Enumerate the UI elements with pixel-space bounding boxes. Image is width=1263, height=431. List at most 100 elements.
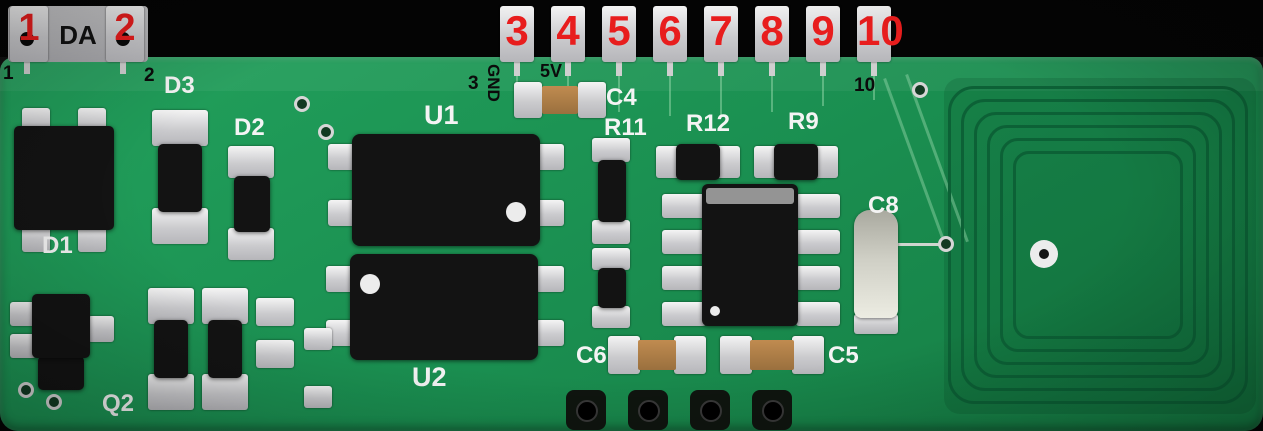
component-resistor <box>154 320 188 378</box>
component-u2 <box>350 254 538 360</box>
copper-trace <box>771 76 773 112</box>
copper-trace <box>820 60 826 76</box>
c8-label: C8 <box>868 192 899 219</box>
copper-trace <box>871 60 877 76</box>
copper-trace <box>667 60 673 76</box>
pin-pad-10 <box>857 6 891 62</box>
component-c5 <box>750 340 794 370</box>
solder-pad <box>228 146 274 178</box>
copper-trace <box>120 62 126 74</box>
solder-pad <box>662 302 706 326</box>
solder-pad <box>814 146 838 178</box>
solder-pad <box>674 336 706 374</box>
pin-10-number: 10 <box>857 7 904 54</box>
copper-trace <box>822 76 824 106</box>
d1-label: D1 <box>42 232 73 259</box>
pin-5-number: 5 <box>607 7 631 54</box>
copper-pour <box>0 57 1263 91</box>
pin-1-number: 1 <box>18 7 40 49</box>
antenna-coil <box>987 125 1209 365</box>
copper-trace <box>669 76 671 116</box>
component-r12 <box>676 144 720 180</box>
r9-label: R9 <box>788 108 819 135</box>
solder-pad <box>328 200 356 226</box>
ic-glare <box>706 188 794 204</box>
solder-pad <box>152 208 208 244</box>
c6-label: C6 <box>576 342 607 369</box>
da-marking: DA <box>59 20 97 50</box>
via <box>318 124 334 140</box>
pin-6-number: 6 <box>658 7 682 54</box>
solder-pad <box>10 334 36 358</box>
solder-pad <box>796 266 840 290</box>
component-q2-lead <box>38 356 84 390</box>
copper-trace <box>514 60 520 76</box>
component-q2 <box>32 294 90 358</box>
copper-trace <box>718 60 724 76</box>
component-soic-ic <box>702 184 798 326</box>
solder-pad <box>592 138 630 162</box>
component-r9 <box>774 144 818 180</box>
u2-label: U2 <box>412 362 447 392</box>
copper-trace <box>616 60 622 76</box>
r12-label: R12 <box>686 110 731 137</box>
component-c4 <box>542 86 578 114</box>
solder-pad <box>796 194 840 218</box>
component-d2 <box>234 176 270 232</box>
antenna-feed-trace <box>896 243 950 246</box>
solder-pad <box>720 336 752 374</box>
solder-pad <box>148 374 194 410</box>
copper-trace <box>24 62 30 74</box>
solder-pad <box>662 194 706 218</box>
copper-trace <box>873 76 875 100</box>
component-u1 <box>352 134 540 246</box>
pin-pad-7 <box>704 6 738 62</box>
via <box>46 394 62 410</box>
pin-10-board-label: 10 <box>854 75 876 96</box>
r11-label: R11 <box>604 114 647 141</box>
component-d3 <box>158 144 202 212</box>
component-c8 <box>854 210 898 318</box>
solder-pad <box>202 374 248 410</box>
solder-pad <box>514 82 542 118</box>
pin-7-number: 7 <box>709 7 733 54</box>
copper-trace <box>618 76 620 112</box>
pin-3-board-label: 3 <box>468 73 479 94</box>
solder-pad <box>328 144 356 170</box>
pin-9-number: 9 <box>811 7 835 54</box>
ic-pin1-dot <box>710 306 720 316</box>
pin-pad-3 <box>500 6 534 62</box>
solder-pad <box>662 266 706 290</box>
via <box>912 82 928 98</box>
c4-label: C4 <box>606 84 637 111</box>
solder-pad <box>578 82 606 118</box>
pin-3-number: 3 <box>505 7 529 54</box>
pin-pad-5 <box>602 6 636 62</box>
pin-pad-4 <box>551 6 585 62</box>
mounting-hole <box>566 390 606 430</box>
antenna-coil <box>1013 151 1183 339</box>
solder-pad <box>716 146 740 178</box>
solder-pad <box>662 230 706 254</box>
solder-pad <box>152 110 208 146</box>
gnd-label: GND <box>484 64 503 102</box>
solder-pad <box>796 230 840 254</box>
antenna-coil <box>1000 138 1196 352</box>
component-c6 <box>638 340 676 370</box>
solder-pad <box>228 228 274 260</box>
pin-2-hole <box>116 32 130 46</box>
copper-trace <box>565 60 571 76</box>
via <box>294 96 310 112</box>
solder-pad <box>326 266 354 292</box>
component-resistor <box>208 320 242 378</box>
component-r11 <box>598 160 626 222</box>
solder-pad <box>854 314 898 334</box>
d2-label: D2 <box>234 114 265 141</box>
pin-8-number: 8 <box>760 7 784 54</box>
antenna-coil <box>961 99 1235 391</box>
pin-pad-9 <box>806 6 840 62</box>
pin-1-board-label: 1 <box>3 63 14 84</box>
solder-pad <box>536 200 564 226</box>
via <box>938 236 954 252</box>
solder-pad <box>608 336 640 374</box>
